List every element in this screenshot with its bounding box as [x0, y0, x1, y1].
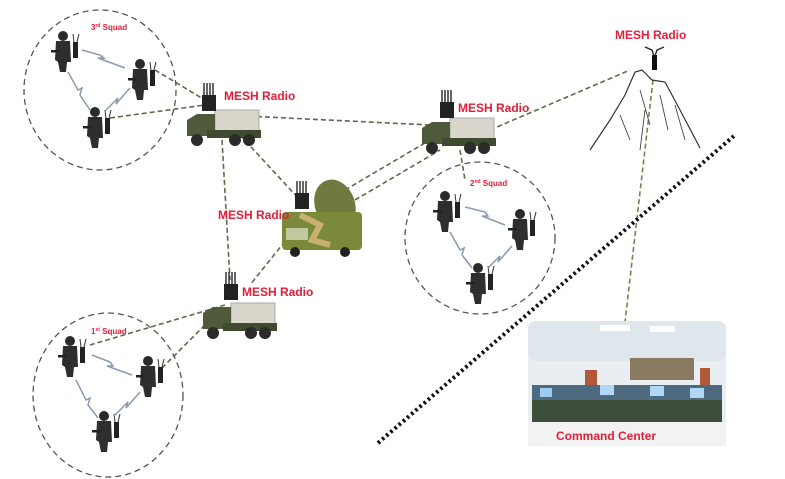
squad-1-label: 1st Squad: [91, 327, 127, 336]
vehicle-mesh-radio-1: MESH Radio: [186, 82, 295, 147]
command-center: Command Center: [528, 321, 726, 446]
vehicle-mesh-radio-3: MESH Radio: [202, 271, 313, 340]
boundary-line: [376, 133, 737, 445]
mesh-radio-label: MESH Radio: [242, 285, 313, 299]
squad-2-label: 2nd Squad: [470, 179, 507, 188]
mesh-radio-label: MESH Radio: [224, 89, 295, 103]
mesh-radio-icon: [644, 46, 665, 70]
mesh-radio-icon: [439, 89, 455, 119]
vehicle-satellite-center: MESH Radio: [218, 179, 362, 257]
mesh-radio-label: MESH Radio: [615, 28, 686, 42]
mesh-radio-label: MESH Radio: [458, 101, 529, 115]
mountain-relay: MESH Radio: [589, 28, 701, 151]
squad-3-boundary: [23, 9, 177, 171]
mesh-radio-label: MESH Radio: [218, 208, 289, 222]
squad-2: 2nd Squad: [404, 161, 556, 315]
squad-1: 1st Squad: [32, 312, 184, 478]
squad-2-boundary: [404, 161, 556, 315]
mesh-radio-icon: [294, 180, 310, 210]
squad-1-boundary: [32, 312, 184, 478]
squad-3: 3rd Squad: [23, 9, 177, 171]
mesh-radio-icon: [223, 271, 239, 301]
vehicle-mesh-radio-2: MESH Radio: [421, 89, 529, 155]
squad-3-label: 3rd Squad: [91, 23, 127, 32]
mesh-radio-icon: [201, 82, 217, 112]
command-center-label: Command Center: [556, 429, 656, 443]
